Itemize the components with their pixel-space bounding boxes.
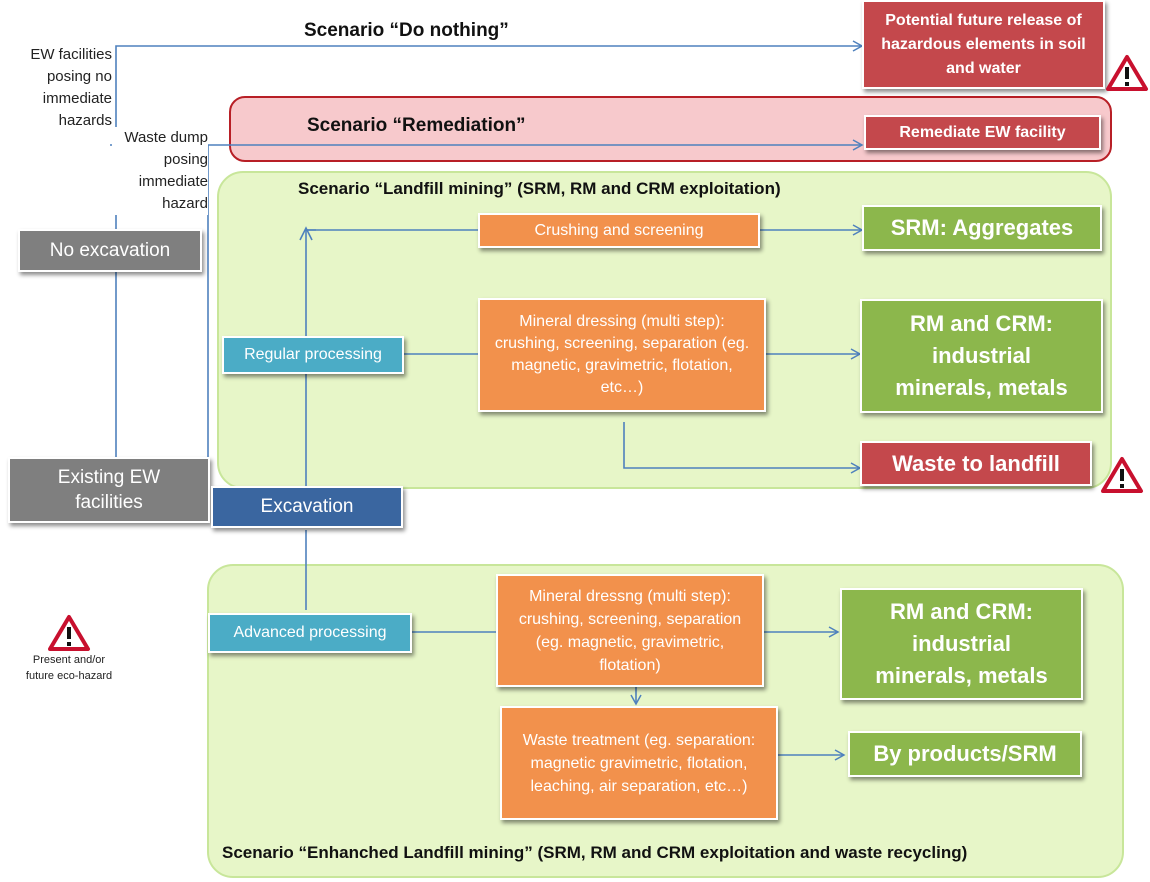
no-excavation-box: No excavation [18,229,202,272]
rm-crm-box: RM and CRM: industrial minerals, metals [860,299,1103,413]
srm-aggregates-box: SRM: Aggregates [862,205,1102,251]
warning-triangle-icon [47,614,91,652]
mineral-dressing-enhanced-box: Mineral dressng (multi step): crushing, … [496,574,764,687]
waste-to-landfill-box: Waste to landfill [860,441,1092,486]
rm-crm-enhanced-box: RM and CRM: industrial minerals, metals [840,588,1083,700]
by-products-srm-box: By products/SRM [848,731,1082,777]
ew-no-hazard-label: EW facilities posing no immediate hazard… [6,44,112,132]
waste-treatment-box: Waste treatment (eg. separation: magneti… [500,706,778,820]
advanced-processing-box: Advanced processing [208,613,412,653]
scenario-do-nothing-title: Scenario “Do nothing” [304,20,509,41]
to-waste-landfill-arrow [623,422,862,474]
scenario-landfill-mining-title: Scenario “Landfill mining” (SRM, RM and … [298,179,781,198]
waste-dump-label: Waste dump posing immediate hazard [112,127,208,215]
do-nothing-arrow [115,40,864,460]
warning-triangle-icon [1105,54,1149,92]
remediate-ew-facility-box: Remediate EW facility [864,115,1101,150]
mineral-dressing-box: Mineral dressing (multi step): crushing,… [478,298,766,412]
existing-ew-facilities-box: Existing EW facilities [8,457,210,523]
regular-processing-box: Regular processing [222,336,404,374]
excavation-box: Excavation [211,486,403,528]
scenario-enhanced-title: Scenario “Enhanched Landfill mining” (SR… [222,843,968,862]
crushing-screening-box: Crushing and screening [478,213,760,248]
potential-release-box: Potential future release of hazardous el… [862,0,1105,89]
warning-triangle-icon [1100,456,1144,494]
legend-eco-hazard-label: Present and/or future eco-hazard [25,654,113,682]
scenario-remediation-title: Scenario “Remediation” [307,115,526,136]
